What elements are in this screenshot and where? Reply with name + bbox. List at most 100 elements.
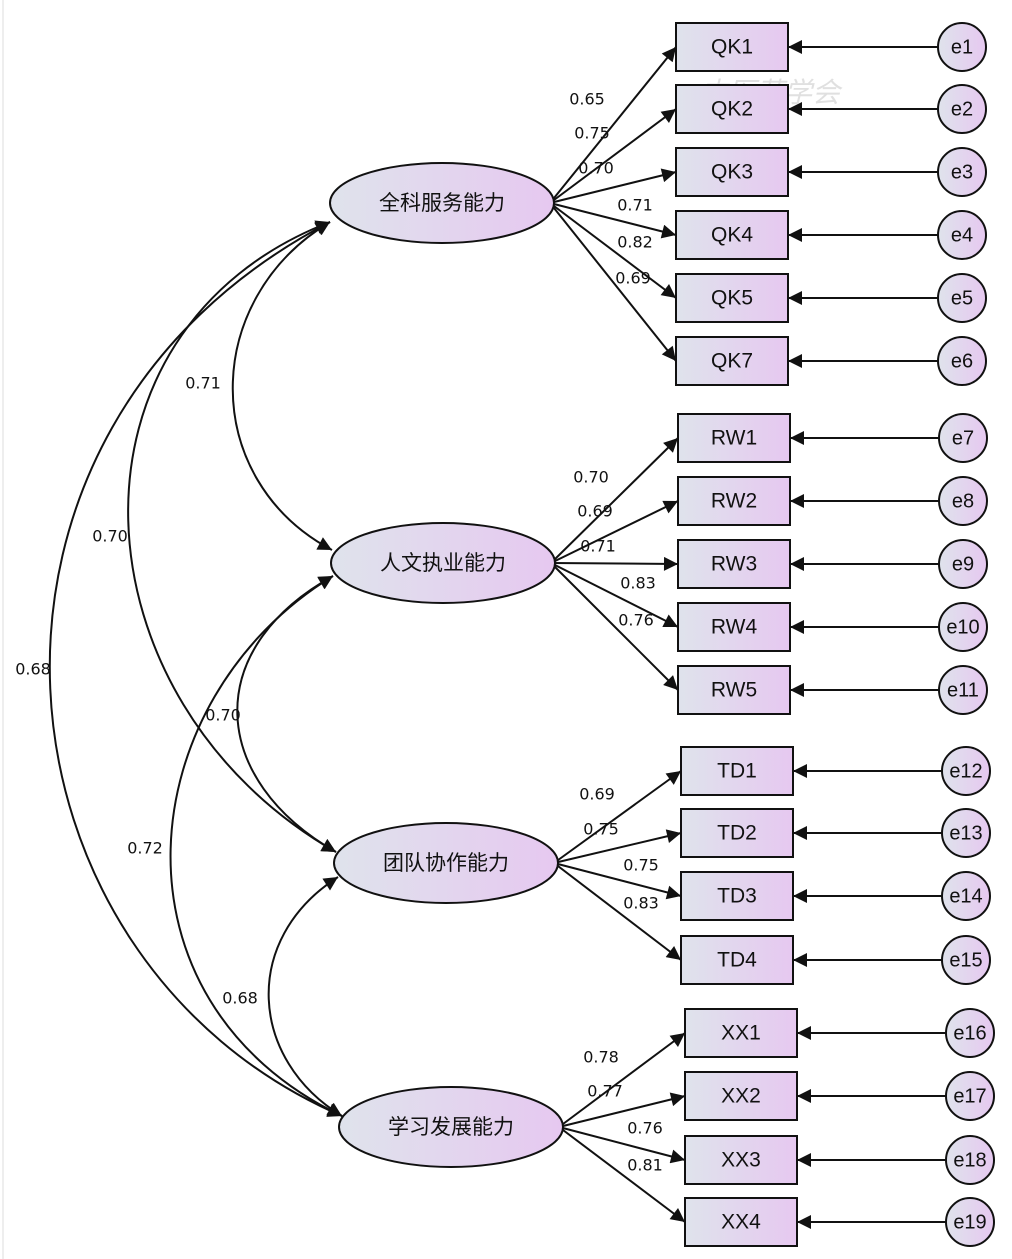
loading-path [550, 556, 679, 571]
error-term-circle [938, 602, 988, 652]
indicator-box [684, 1135, 798, 1185]
error-term-circle [945, 1135, 995, 1185]
indicator-box [680, 935, 794, 985]
loading-path [549, 202, 677, 299]
error-term-label: e9 [952, 553, 974, 575]
indicator-box [684, 1197, 798, 1247]
loading-label: 0.78 [583, 1048, 619, 1067]
correlation-label: 0.68 [222, 989, 258, 1008]
indicator-label: TD1 [717, 760, 757, 783]
indicator-label: QK2 [711, 98, 753, 121]
latent-factor-label: 团队协作能力 [383, 851, 509, 875]
indicator-box [675, 210, 789, 260]
error-term-circle [937, 273, 987, 323]
loading-label: 0.82 [617, 233, 653, 252]
indicator-label: XX1 [721, 1022, 761, 1045]
correlation-arc-f1-f2 [231, 221, 333, 551]
loading-label: 0.81 [627, 1156, 663, 1175]
error-term-label: e7 [952, 427, 974, 449]
correlation-arc-f3-f4 [267, 876, 343, 1117]
indicator-label: TD2 [717, 822, 757, 845]
indicator-label: TD3 [717, 885, 757, 908]
error-term-label: e4 [951, 224, 973, 246]
loading-label: 0.65 [569, 90, 605, 109]
loading-label: 0.76 [627, 1119, 663, 1138]
error-term-circle [938, 413, 988, 463]
indicator-box [677, 539, 791, 589]
error-term-circle [941, 808, 991, 858]
loading-label: 0.71 [580, 537, 616, 556]
error-term-label: e18 [953, 1149, 986, 1171]
error-term-circle [945, 1008, 995, 1058]
error-term-label: e19 [953, 1211, 986, 1233]
loading-path [558, 1032, 686, 1128]
error-term-label: e12 [949, 760, 982, 782]
error-term-circle [937, 84, 987, 134]
indicator-box [680, 746, 794, 796]
indicator-box [677, 476, 791, 526]
indicator-label: RW3 [711, 553, 757, 576]
indicator-box [677, 665, 791, 715]
correlation-label: 0.70 [205, 706, 241, 725]
error-term-label: e3 [951, 161, 973, 183]
correlation-label: 0.71 [185, 374, 221, 393]
loading-label: 0.75 [623, 856, 659, 875]
indicator-box [675, 22, 789, 72]
indicator-box [677, 602, 791, 652]
error-term-circle [945, 1197, 995, 1247]
latent-factor-label: 人文执业能力 [380, 551, 506, 575]
correlation-arc-f1-f4 [48, 221, 343, 1117]
latent-factor-ellipse [333, 822, 559, 904]
error-term-label: e6 [951, 350, 973, 372]
loading-path [550, 562, 679, 691]
correlation-label: 0.72 [127, 839, 163, 858]
correlation-arc-f1-f3 [127, 220, 337, 853]
loading-path [553, 862, 682, 961]
loading-label: 0.83 [623, 894, 659, 913]
correlation-layer [48, 220, 343, 1117]
indicator-label: TD4 [717, 949, 757, 972]
loading-label: 0.75 [574, 124, 610, 143]
loading-path [558, 1126, 686, 1164]
indicator-box [675, 336, 789, 386]
loading-label: 0.70 [573, 468, 609, 487]
indicator-label: QK7 [711, 350, 753, 373]
error-term-circle [945, 1071, 995, 1121]
label-layer: 0.710.700.680.700.720.680.650.750.700.71… [15, 90, 663, 1175]
error-term-circle [938, 539, 988, 589]
indicator-label: RW5 [711, 679, 757, 702]
loading-path [550, 562, 679, 628]
error-term-label: e8 [952, 490, 974, 512]
loading-label: 0.70 [578, 159, 614, 178]
latent-factor-label: 全科服务能力 [379, 191, 505, 215]
loading-label: 0.69 [579, 785, 615, 804]
error-term-label: e10 [946, 616, 979, 638]
indicator-box [677, 413, 791, 463]
loading-label: 0.83 [620, 574, 656, 593]
loading-path [549, 202, 677, 239]
indicator-label: QK1 [711, 36, 753, 59]
indicator-label: QK4 [711, 224, 753, 247]
error-term-label: e1 [951, 36, 973, 58]
loading-label: 0.76 [618, 611, 654, 630]
error-term-circle [938, 665, 988, 715]
error-term-label: e17 [953, 1085, 986, 1107]
loading-label: 0.69 [577, 502, 613, 521]
loading-path [550, 437, 679, 564]
indicator-box [675, 273, 789, 323]
error-term-circle [937, 336, 987, 386]
loading-path [553, 770, 682, 864]
indicator-label: XX4 [721, 1211, 761, 1234]
indicator-label: XX2 [721, 1085, 761, 1108]
error-term-label: e11 [947, 679, 979, 701]
error-term-label: e14 [949, 885, 982, 907]
error-term-circle [941, 935, 991, 985]
indicator-box [680, 808, 794, 858]
indicator-box [684, 1008, 798, 1058]
error-term-circle [937, 147, 987, 197]
indicator-label: RW1 [711, 427, 757, 450]
indicator-label: RW2 [711, 490, 757, 513]
loading-path [549, 168, 677, 204]
